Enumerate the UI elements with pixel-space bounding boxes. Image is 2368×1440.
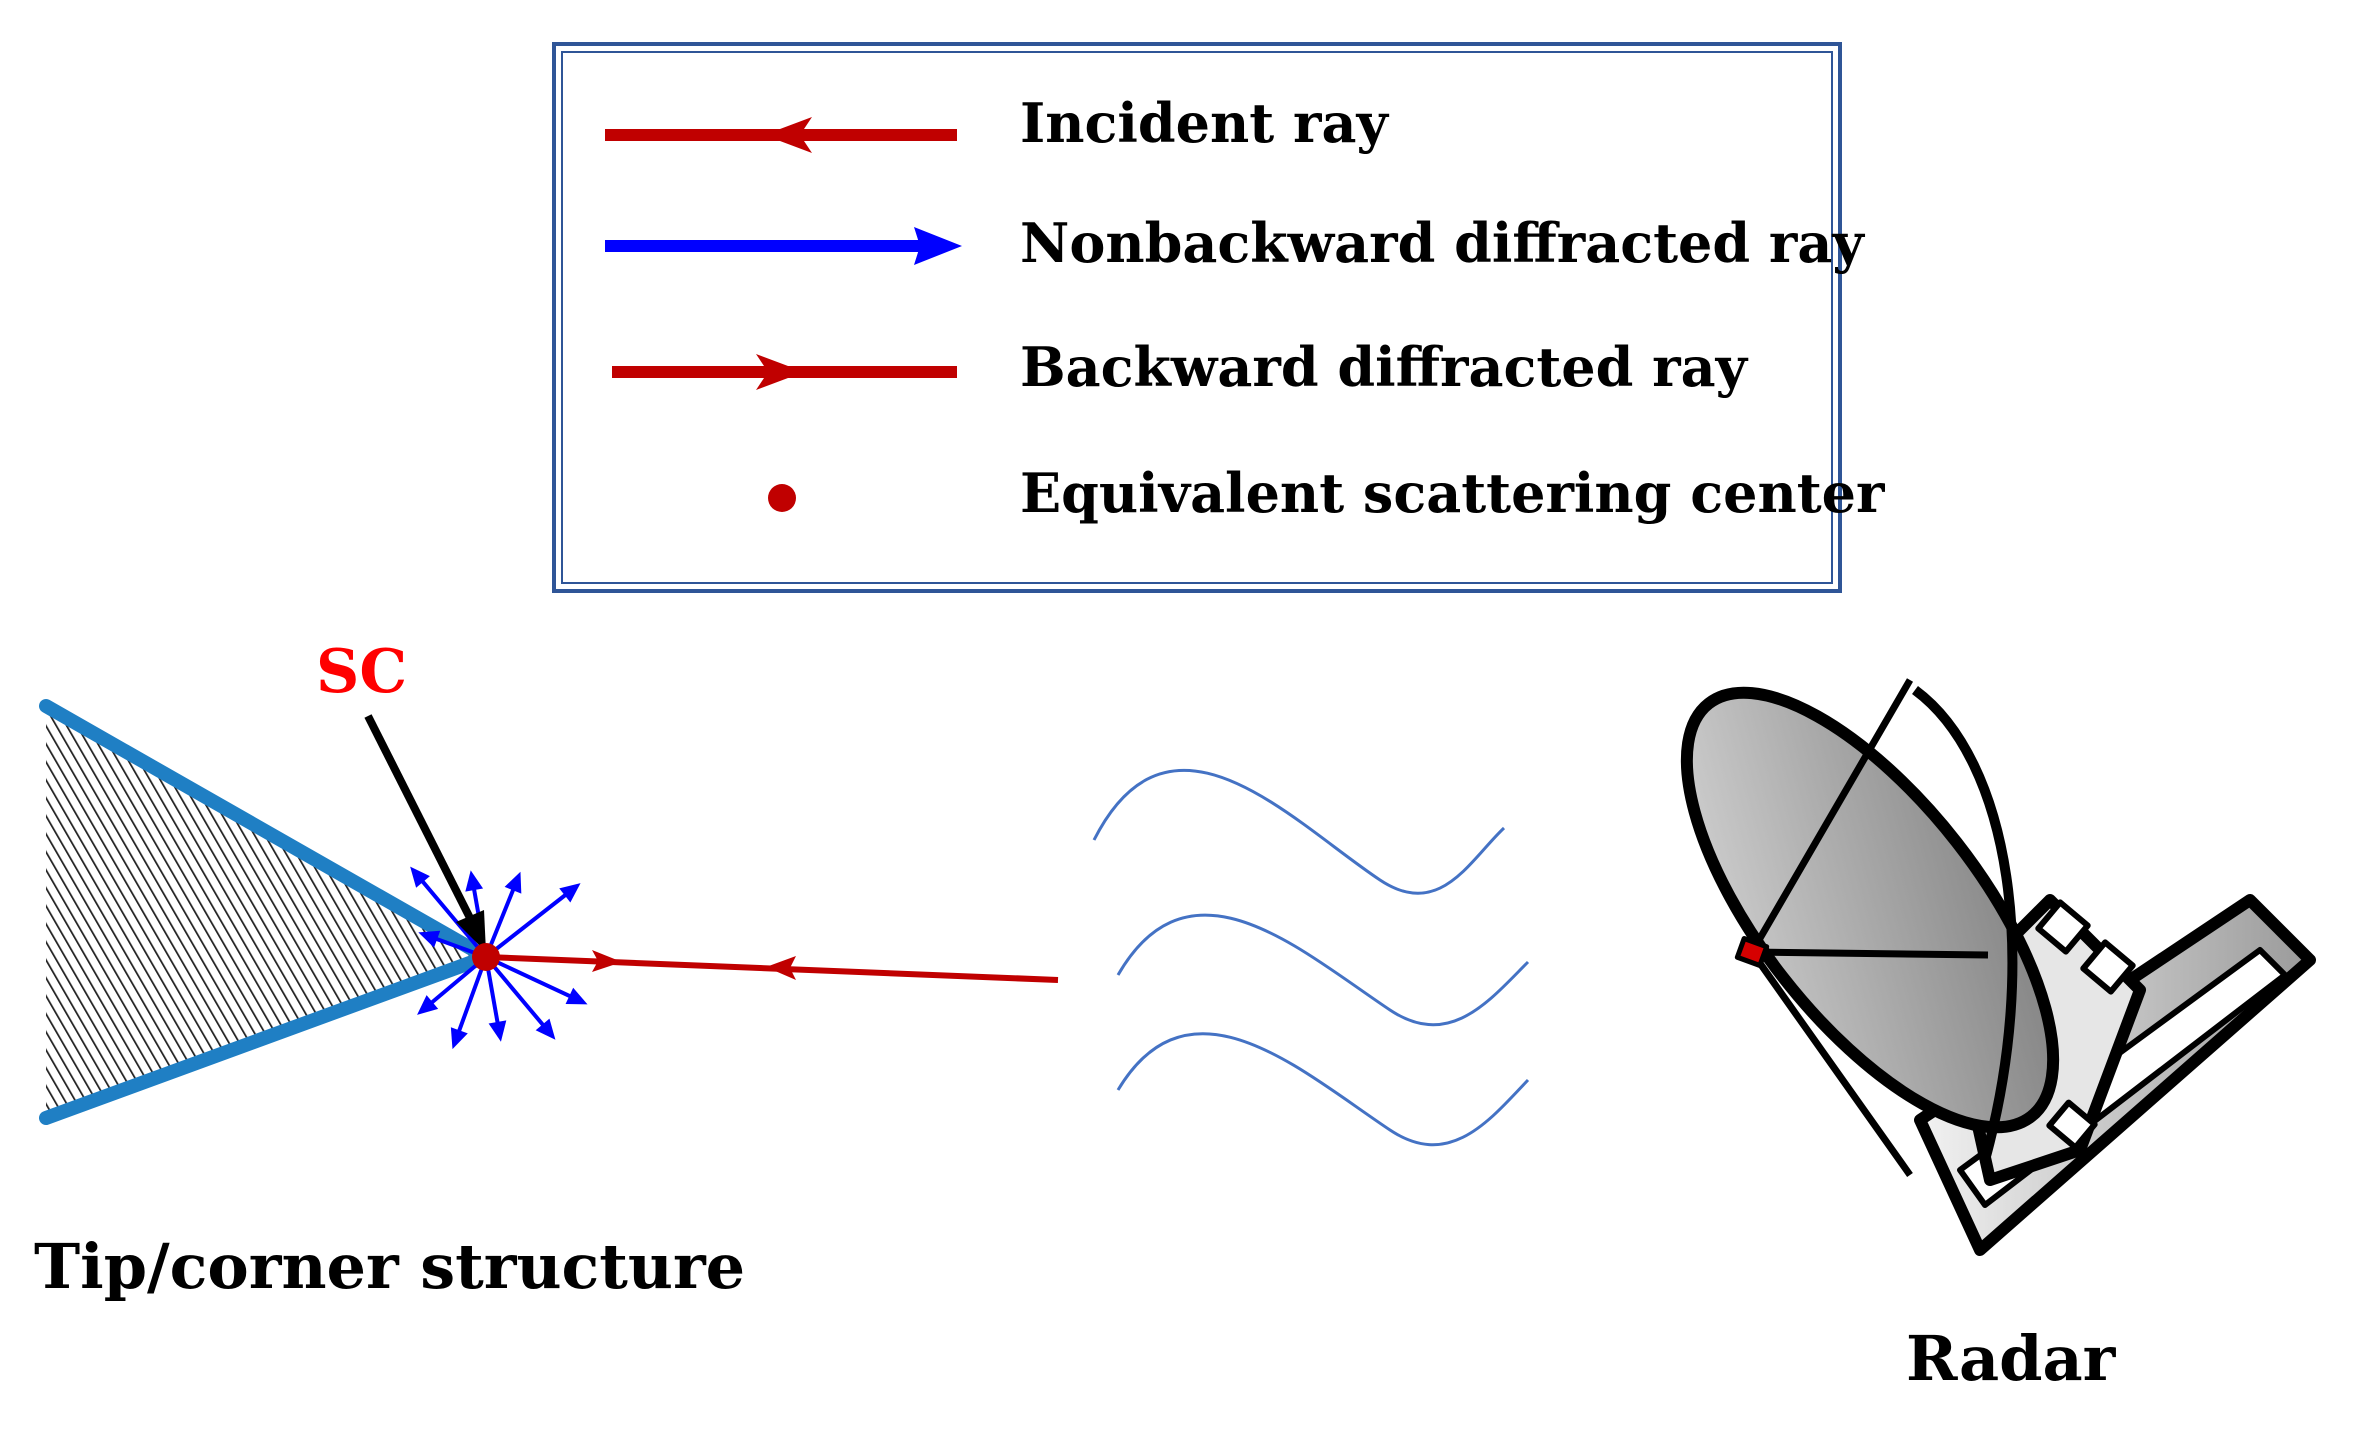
propagation-waves [1092,769,1530,1147]
structure-caption: Tip/corner structure [34,1230,745,1303]
nonbackward-ray-arrowhead-4 [504,871,522,894]
nonbackward-ray-5 [484,890,571,959]
legend-scattering-center-label: Equivalent scattering center [1020,461,1885,525]
wave-line-top [1092,769,1506,895]
tip-corner-structure [39,699,493,1125]
radar-caption: Radar [1906,1322,2117,1395]
legend-backward-ray-symbol [612,354,957,390]
legend-border-outer [552,42,1842,593]
nonbackward-ray-6 [485,955,576,1001]
legend-border-inner [561,51,1833,584]
radar-dish [1680,686,2060,1134]
nonbackward-ray-arrowhead-6 [565,987,588,1005]
wave-line-middle [1116,913,1530,1027]
legend-nonbackward-ray-symbol [605,227,962,265]
radar-dish-rim [1912,685,2018,1162]
radar-feed-struts [1748,678,1989,1178]
nonbackward-ray-arrowhead-10 [417,995,439,1015]
backward-ray-arrowhead [592,950,622,972]
nonbackward-ray-7 [484,955,548,1031]
nonbackward-ray-arrowhead-9 [450,1027,468,1050]
incident-backward-ray-line [485,950,1059,983]
structure-hatched-body [46,706,486,1118]
structure-lower-edge [39,950,493,1125]
nonbackward-ray-arrowhead-3 [465,870,484,892]
legend-nonbackward-ray-label: Nonbackward diffracted ray [1020,211,1865,275]
wave-line-bottom [1116,1032,1530,1147]
scattering-center-dot [472,943,500,971]
structure-upper-edge [39,699,493,964]
legend-incident-ray-symbol [605,117,957,153]
nonbackward-ray-arrowhead-7 [535,1018,556,1040]
nonbackward-ray-arrowhead-5 [559,883,581,903]
legend-incident-ray-label: Incident ray [1020,91,1389,155]
radar-feed-horn [1734,935,1770,969]
radar-dish-icon [1680,678,2316,1256]
legend-backward-ray-label: Backward diffracted ray [1020,335,1749,399]
nonbackward-ray-2 [417,876,488,959]
nonbackward-ray-arrowhead-1 [418,930,441,948]
nonbackward-ray-arrowhead-2 [410,866,430,888]
sc-pointer-arrow [364,714,486,952]
legend-scattering-center-dot [768,484,796,512]
nonbackward-ray-arrowhead-8 [488,1020,507,1042]
legend: Incident ray Nonbackward diffracted ray … [552,42,1885,593]
incident-ray-arrowhead [766,956,796,980]
sc-label: SC [316,637,407,707]
